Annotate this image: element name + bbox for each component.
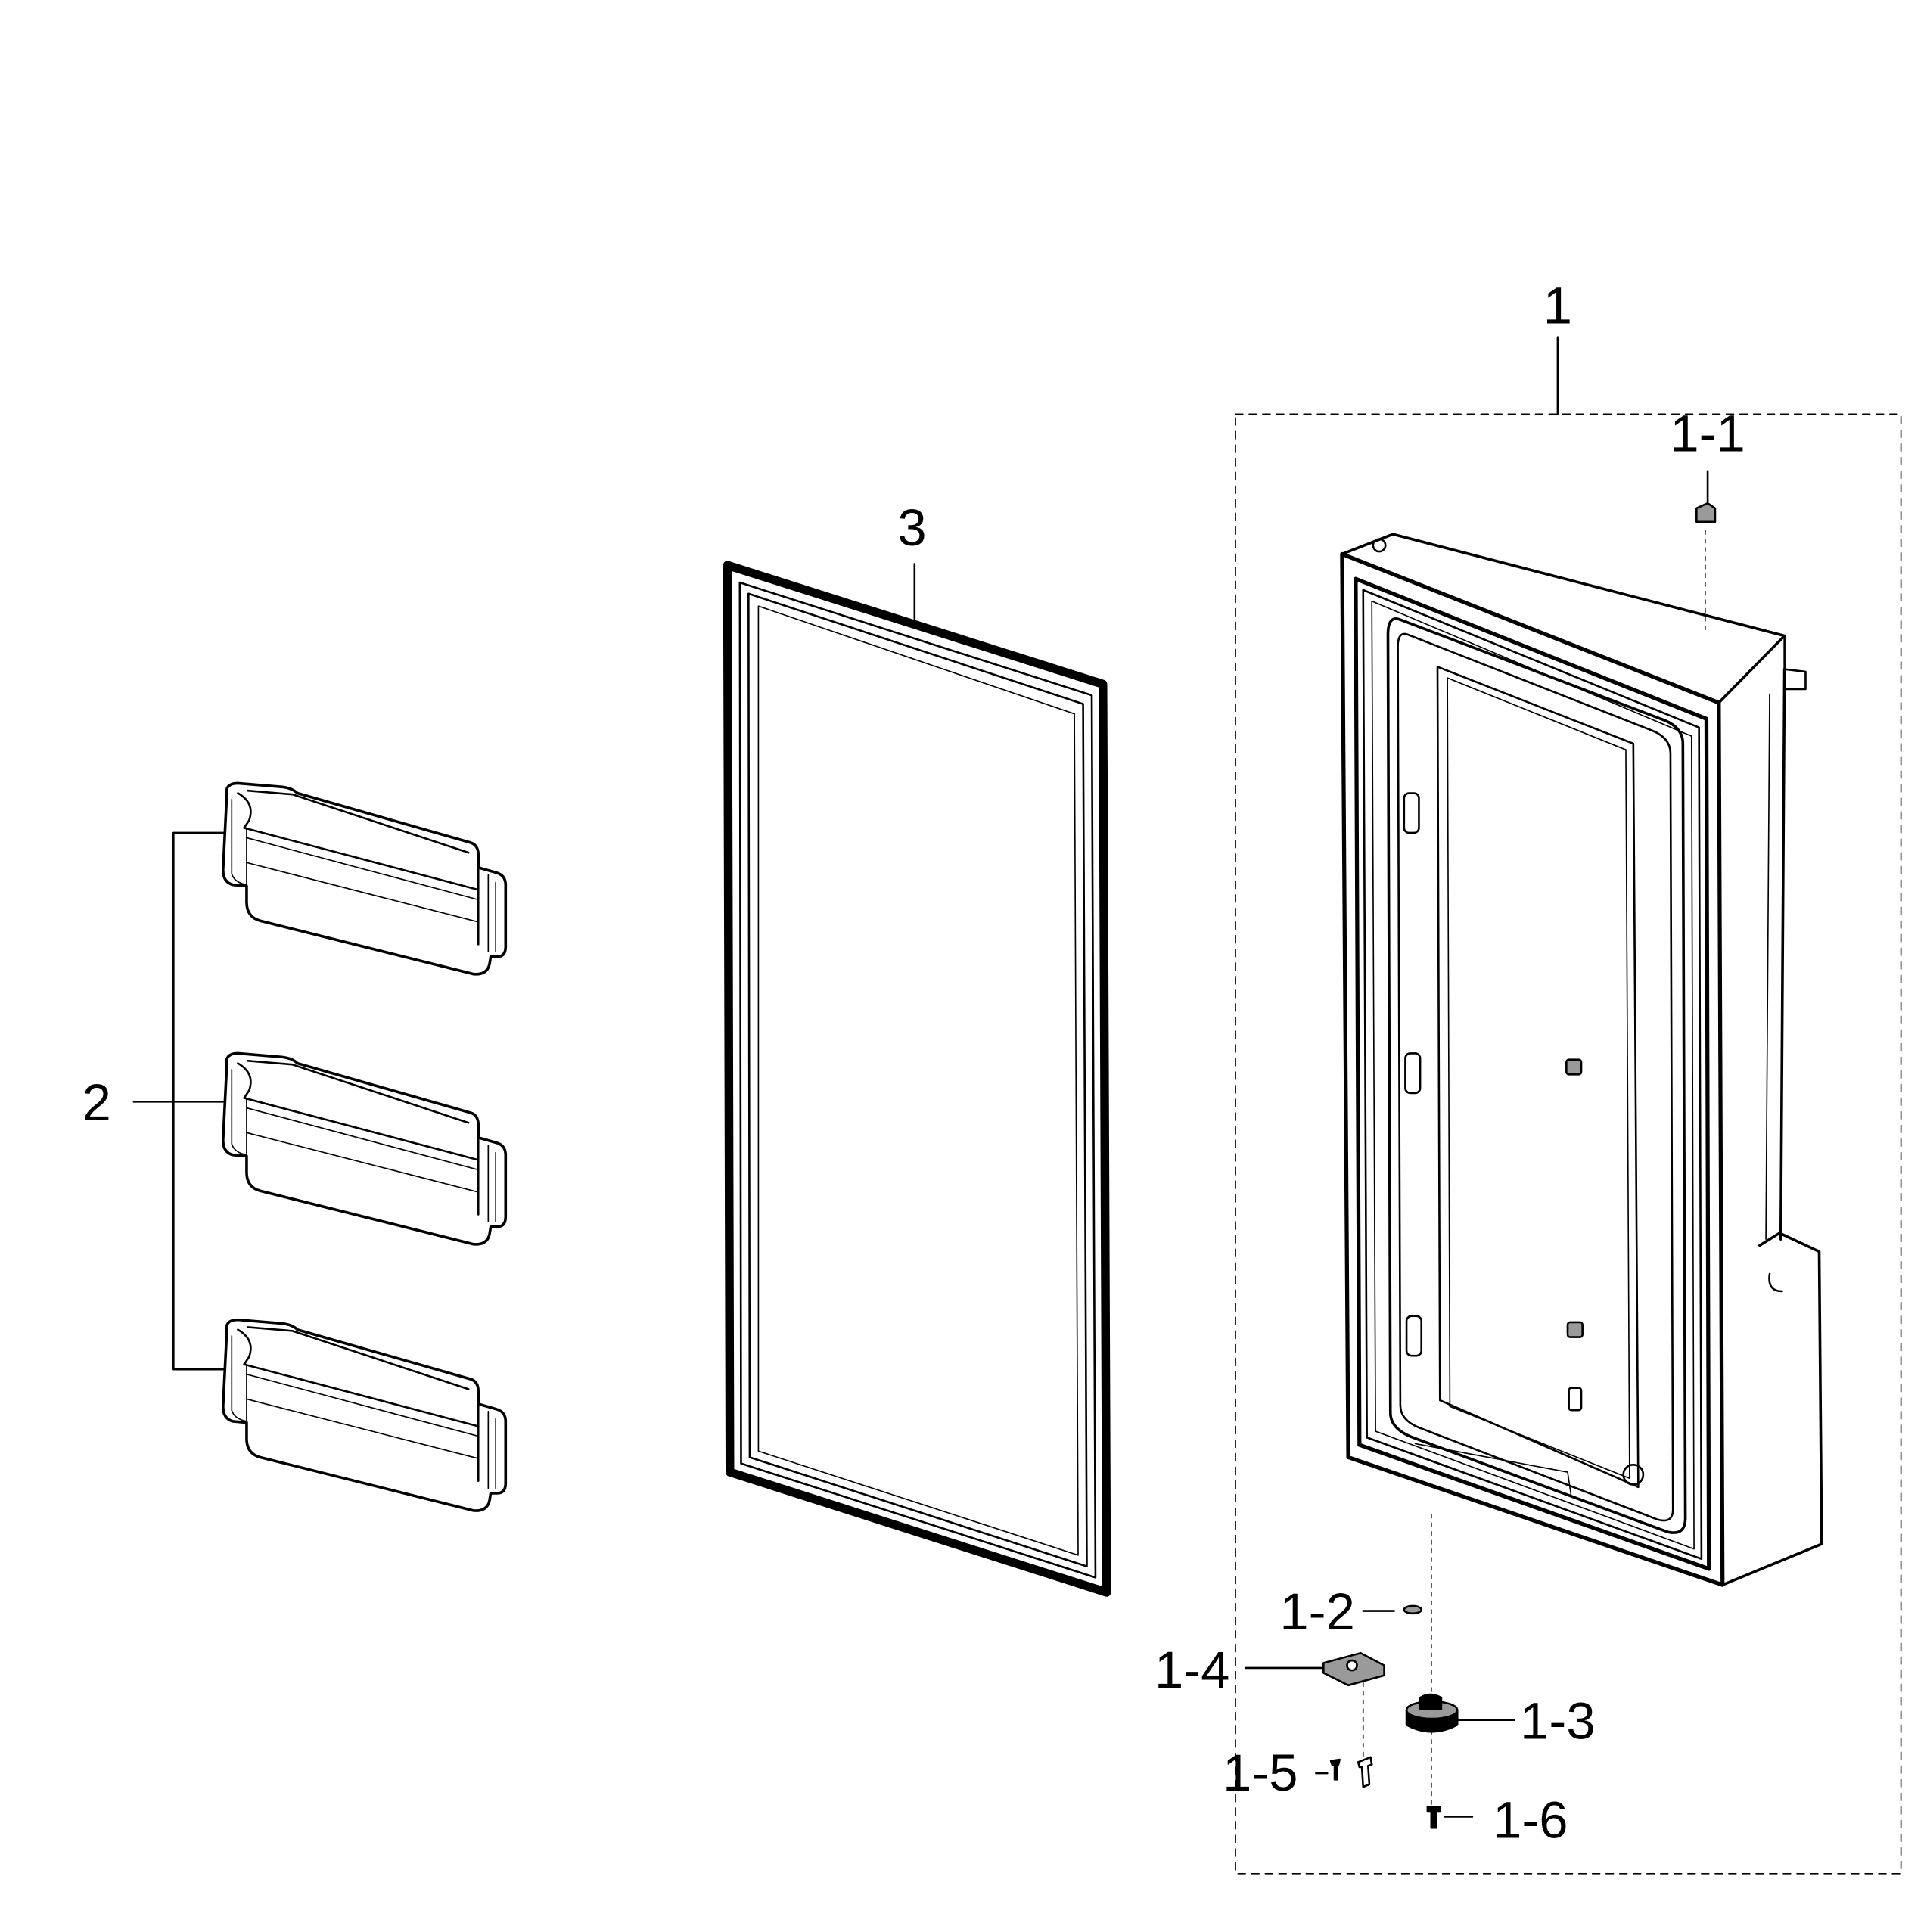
part-1-5-screw-small <box>1329 1758 1341 1781</box>
bushing-boss <box>1419 1693 1443 1710</box>
liner-slot-top <box>1403 792 1420 834</box>
assembly-dashed-box <box>1235 413 1902 1875</box>
door-front-face <box>1340 551 1725 1587</box>
part-1-5-screw-large <box>1357 1756 1373 1788</box>
door-bin-1 <box>222 781 508 976</box>
gasket-inner-line <box>757 605 1079 1556</box>
gasket-outer-band <box>723 561 1111 1597</box>
label-1-3: 1-3 <box>1520 1691 1595 1750</box>
bin-bracket-leader <box>132 831 225 1371</box>
liner-slot-bottom <box>1405 1315 1423 1357</box>
door-bins-group: 2 <box>82 781 508 1512</box>
label-1-5: 1-5 <box>1223 1744 1298 1802</box>
door-gasket-seat-outer <box>1354 576 1711 1571</box>
liner-hinge-hole <box>1622 1463 1645 1486</box>
door-liner-outer <box>1386 617 1687 1534</box>
door-top-bracket <box>1783 635 1807 691</box>
door-side-face <box>1720 667 1823 1586</box>
label-1-4: 1-4 <box>1155 1641 1229 1699</box>
door-top-face <box>1341 533 1786 704</box>
gasket-line-3 <box>747 592 1088 1567</box>
part-1-6-screw <box>1426 1806 1441 1829</box>
label-1-6: 1-6 <box>1493 1791 1568 1849</box>
liner-clip-bottom <box>1568 1387 1583 1412</box>
part-1-3-hinge-bushing <box>1405 1693 1459 1733</box>
door-liner-inner <box>1397 632 1674 1522</box>
door-top-hole <box>1372 538 1387 553</box>
door-side-groove <box>1765 693 1770 1240</box>
door-bin-2 <box>222 1051 508 1246</box>
label-2: 2 <box>82 1073 111 1132</box>
gasket-line-2 <box>738 581 1097 1579</box>
door-bin-3 <box>222 1318 508 1512</box>
label-3: 3 <box>897 499 926 557</box>
label-1: 1 <box>1543 277 1572 335</box>
liner-slot-middle <box>1404 1052 1422 1095</box>
door-liner-bottom-step <box>1414 1443 1572 1498</box>
part-1-2-washer <box>1403 1604 1423 1615</box>
door-liner-panel <box>1436 666 1640 1489</box>
door-gasket-seat-mid <box>1362 589 1703 1561</box>
door-side-hook <box>1768 1272 1783 1293</box>
door-assembly: 1 1-1 1-2 <box>1155 277 1902 1875</box>
liner-clip-upper <box>1565 1058 1583 1076</box>
door-gasket: 3 <box>723 499 1111 1597</box>
door-liner-panel-inner <box>1447 677 1630 1480</box>
label-1-1: 1-1 <box>1670 404 1745 462</box>
part-1-4-hole <box>1346 1659 1358 1672</box>
liner-clip-lower <box>1566 1321 1584 1338</box>
label-1-2: 1-2 <box>1279 1583 1354 1641</box>
part-1-1-cap <box>1695 502 1717 523</box>
